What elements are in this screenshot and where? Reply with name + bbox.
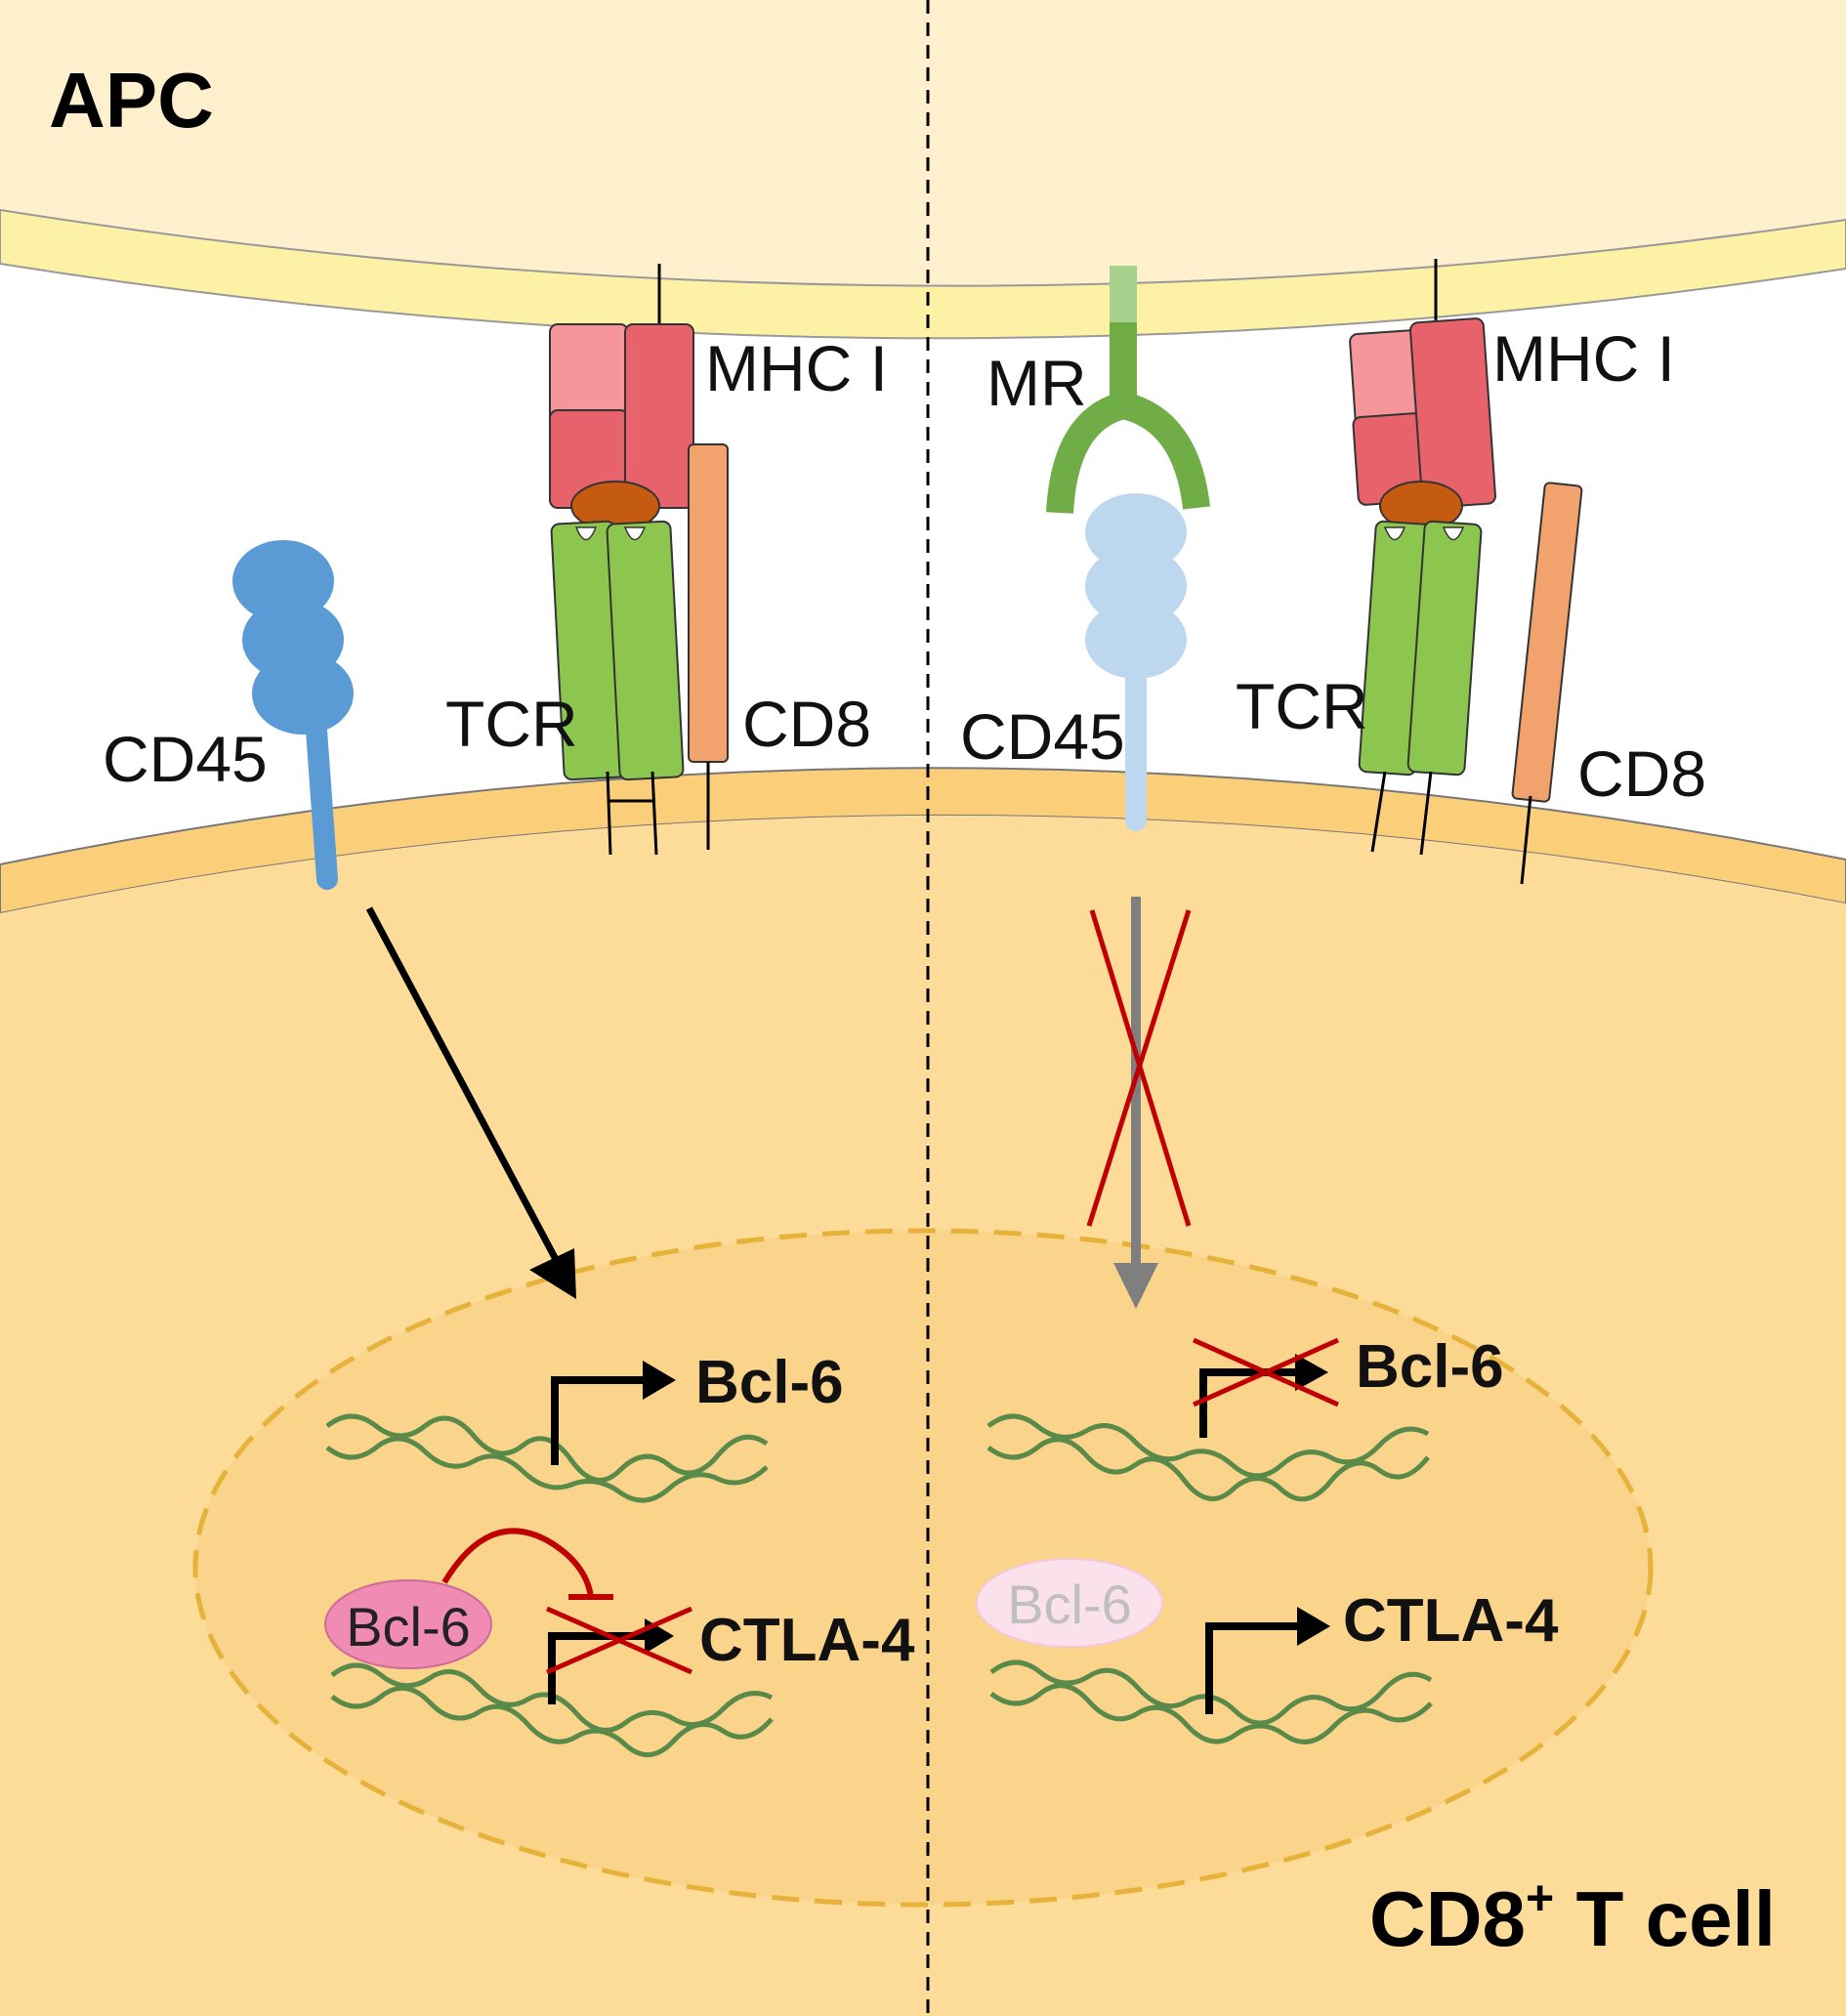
cd45-left bbox=[232, 540, 354, 890]
ctla4-gene-left-label: CTLA-4 bbox=[699, 1607, 915, 1674]
dna-right-1 bbox=[986, 1413, 1430, 1502]
bcl6-gene-left-label: Bcl-6 bbox=[695, 1349, 844, 1416]
nucleus bbox=[192, 1228, 1654, 1908]
cd45-right bbox=[1085, 493, 1187, 831]
apc-cytoplasm bbox=[0, 0, 1846, 286]
bcl6-protein-right-label: Bcl-6 bbox=[1007, 1574, 1132, 1635]
cd8-left bbox=[688, 443, 729, 850]
signal-arrowhead-left bbox=[529, 1248, 576, 1299]
promoter-arrow-left-1 bbox=[551, 1376, 645, 1465]
bcl6-protein-left bbox=[324, 1579, 492, 1669]
block-x-right-bcl6 bbox=[1192, 1337, 1340, 1407]
cd8-right-label: CD8 bbox=[1577, 737, 1706, 810]
bcl6-gene-right-label: Bcl-6 bbox=[1356, 1333, 1504, 1401]
cd45-left-label: CD45 bbox=[103, 723, 268, 795]
inhibition-arc-left bbox=[441, 1528, 594, 1598]
left-panel bbox=[232, 264, 774, 1757]
block-x-right-signal bbox=[1086, 909, 1192, 1227]
ctla4-gene-right-label: CTLA-4 bbox=[1343, 1587, 1559, 1655]
mhc-i-left-label: MHC I bbox=[705, 332, 888, 404]
cd8-right bbox=[1511, 482, 1583, 885]
promoter-arrow-right-2 bbox=[1205, 1622, 1299, 1714]
mr-receptor bbox=[1046, 266, 1210, 514]
mhc-i-left bbox=[549, 264, 694, 531]
cd8-left-label: CD8 bbox=[742, 688, 871, 760]
signal-arrowhead-right bbox=[1113, 1263, 1158, 1309]
promoter-arrowhead-right-1 bbox=[1295, 1354, 1328, 1391]
right-panel bbox=[976, 259, 1583, 1744]
mhc-i-right-label: MHC I bbox=[1492, 322, 1675, 395]
tcr-right-label: TCR bbox=[1236, 670, 1368, 742]
promoter-arrowhead-left-1 bbox=[643, 1361, 676, 1400]
promoter-arrow-left-2 bbox=[548, 1632, 650, 1704]
cd45-right-label: CD45 bbox=[960, 700, 1125, 773]
mhc-i-right bbox=[1349, 259, 1496, 531]
mr-label: MR bbox=[986, 347, 1087, 419]
tcell-label: CD8+ T cell bbox=[1369, 1870, 1776, 1962]
apc-label: APC bbox=[49, 57, 214, 144]
block-x-left-ctla4 bbox=[545, 1606, 693, 1675]
bcl6-protein-left-label: Bcl-6 bbox=[346, 1596, 471, 1658]
tcr-right bbox=[1358, 520, 1483, 856]
signal-arrow-left bbox=[365, 906, 570, 1281]
tcr-left bbox=[550, 520, 685, 856]
tcr-left-label: TCR bbox=[445, 688, 578, 760]
promoter-arrowhead-right-2 bbox=[1297, 1607, 1330, 1646]
bcl6-protein-right bbox=[976, 1558, 1163, 1648]
dna-left-1 bbox=[325, 1413, 769, 1503]
